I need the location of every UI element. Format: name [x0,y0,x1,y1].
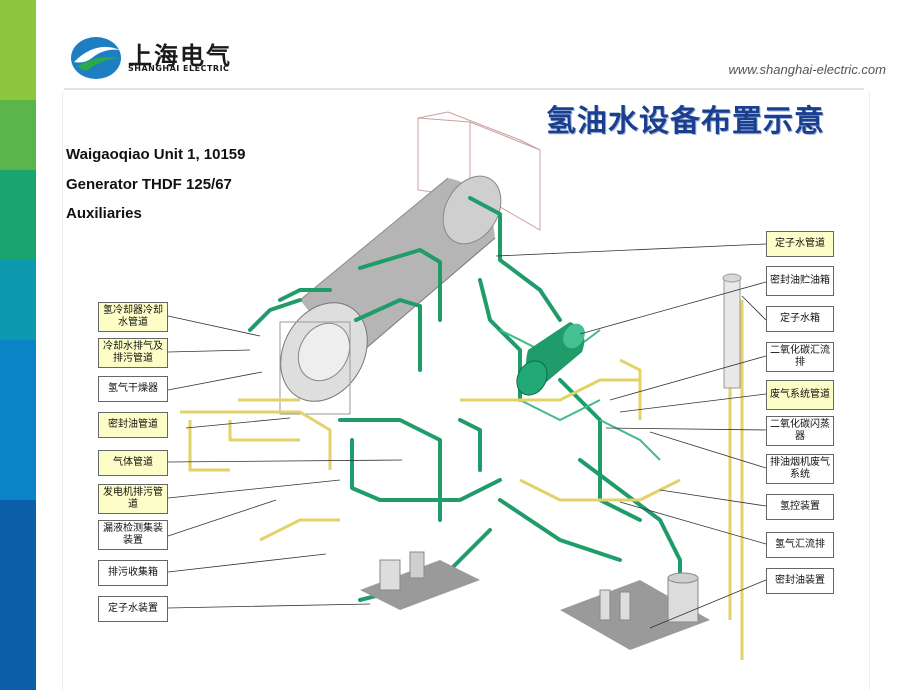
label-stator-water-tank: 定子水箱 [766,306,834,332]
sidebar-band [0,340,36,500]
label-seal-oil-pipe: 密封油管道 [98,412,168,438]
label-stator-water-unit: 定子水装置 [98,596,168,622]
label-leak-detection: 漏液检测集装装置 [98,520,168,550]
label-exhaust-gas-pipe: 废气系统管道 [766,380,834,410]
shanghai-electric-logo: 上海电气 SHANGHAI ELECTRIC [70,34,240,82]
info-auxiliaries: Auxiliaries [66,205,142,222]
stator-water-tank [722,273,742,389]
sidebar-color-strip [0,0,36,690]
logo-emblem-icon [71,37,121,79]
label-h2-cooler-water-pipe: 氢冷却器冷却水管道 [98,302,168,332]
website-url: www.shanghai-electric.com [728,62,886,77]
label-co2-flasher: 二氧化碳闪蒸器 [766,416,834,446]
diagram-title: 氢油水设备布置示意 [546,104,825,139]
sidebar-band [0,500,36,690]
info-generator: Generator THDF 125/67 [66,176,232,193]
label-hydrogen-control-unit: 氢控装置 [766,494,834,520]
label-gas-pipe: 气体管道 [98,450,168,476]
label-seal-oil-storage-tank: 密封油贮油箱 [766,266,834,296]
label-hydrogen-dryer: 氢气干燥器 [98,376,168,402]
stator-water-skid [360,551,480,610]
label-oil-fume-extractor: 排油烟机废气系统 [766,454,834,484]
sidebar-band [0,170,36,260]
logo-english-text: SHANGHAI ELECTRIC [128,64,230,73]
label-leader-lines [167,243,767,629]
label-stator-water-pipe: 定子水管道 [766,231,834,257]
seal-oil-skid [560,572,710,650]
label-hydrogen-manifold: 氢气汇流排 [766,532,834,558]
label-generator-drain-pipe: 发电机排污管道 [98,484,168,514]
yellow-pipe-network [180,280,744,660]
sidebar-band [0,100,36,170]
label-cooling-water-vent-drain: 冷却水排气及排污管道 [98,338,168,368]
label-drain-collection-box: 排污收集箱 [98,560,168,586]
header-divider [64,88,864,90]
seal-oil-storage-tank [516,322,585,396]
sidebar-band [0,0,36,100]
label-seal-oil-unit: 密封油装置 [766,568,834,594]
sidebar-band [0,260,36,340]
generator-body [279,175,502,415]
logo-chinese-text: 上海电气 [128,42,232,70]
info-unit: Waigaoqiao Unit 1, 10159 [66,146,246,163]
label-co2-manifold: 二氧化碳汇流排 [766,342,834,372]
